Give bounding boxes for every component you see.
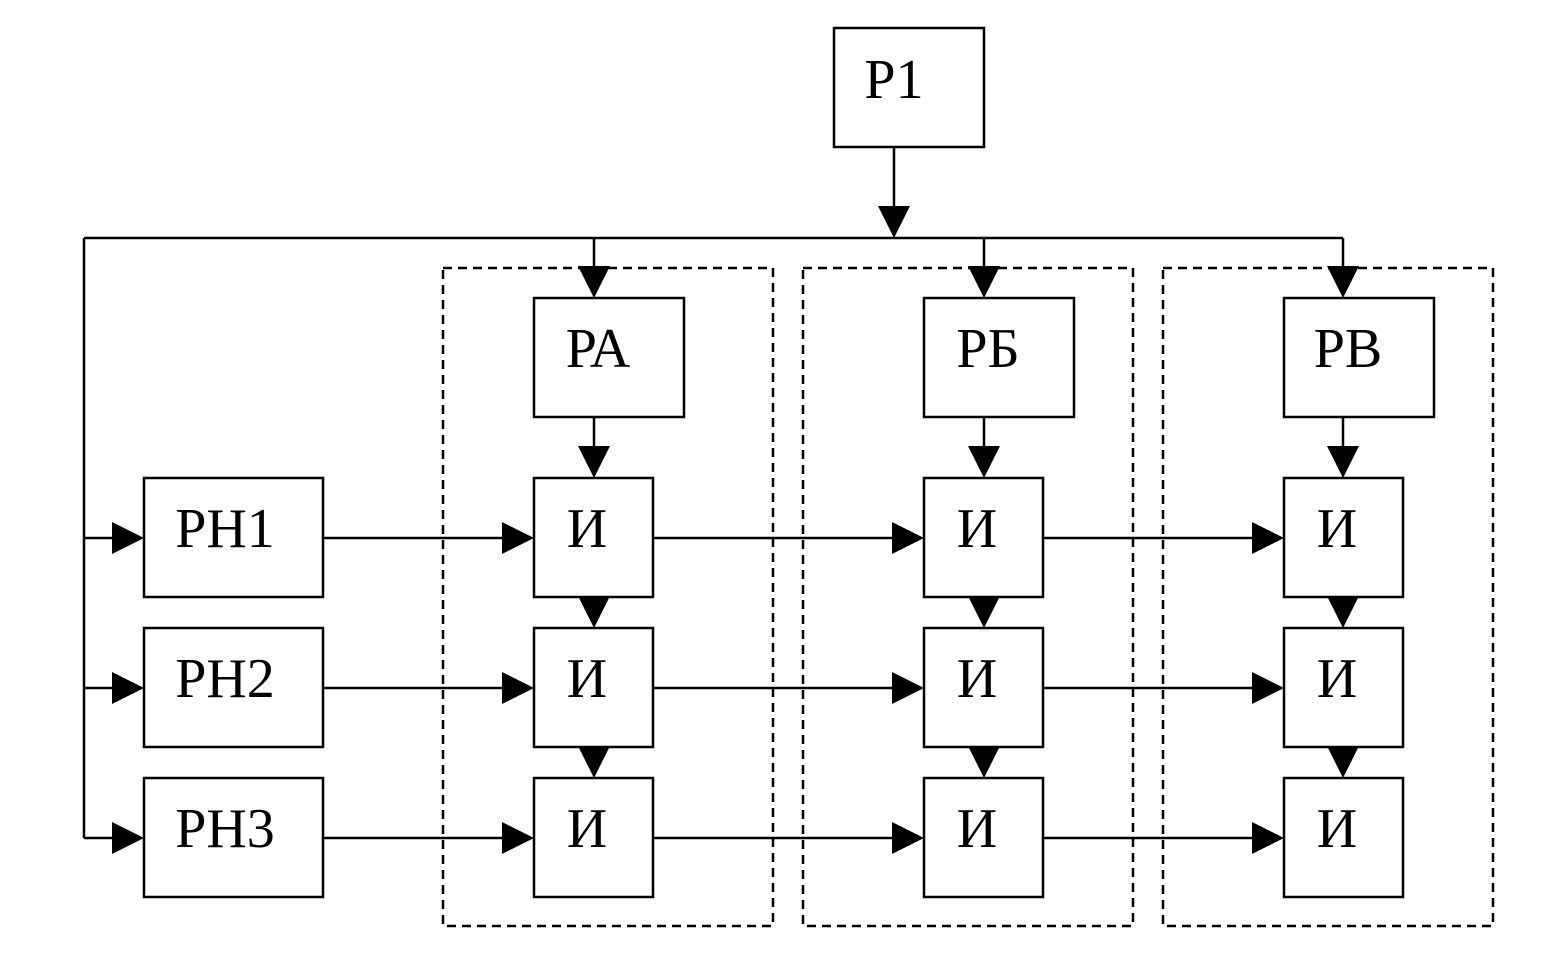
arrowhead-ph2-to-ia2: [502, 672, 534, 704]
block-i-v3: [1282, 776, 1405, 899]
arrowhead-ia1-to-ib1: [892, 522, 924, 554]
arrowhead-ia1-to-ia2: [578, 596, 610, 628]
arrowhead-ia3-to-ib3: [892, 822, 924, 854]
arrowhead-bus-to-pv: [1327, 266, 1359, 298]
block-pa: [532, 296, 686, 419]
block-ph2-label: РН2: [175, 648, 275, 710]
arrowhead-ib2-to-ib3: [968, 746, 1000, 778]
block-i-v3-label: И: [1317, 798, 1357, 860]
arrowhead-iv1-to-iv2: [1327, 596, 1359, 628]
arrowhead-bus-to-pb: [968, 266, 1000, 298]
block-i-b2-label: И: [957, 648, 997, 710]
block-i-v1: [1282, 476, 1405, 599]
arrowhead-iv2-to-iv3: [1327, 746, 1359, 778]
arrowhead-ia2-to-ia3: [578, 746, 610, 778]
arrowhead-ib3-to-iv3: [1252, 822, 1284, 854]
arrowhead-ib1-to-ib2: [968, 596, 1000, 628]
group-frame-b: [801, 266, 1135, 928]
block-pv: [1282, 296, 1436, 419]
block-i-v2: [1282, 626, 1405, 749]
arrowhead-pv-to-i: [1327, 446, 1359, 478]
block-i-b3: [922, 776, 1045, 899]
block-i-v2-label: И: [1317, 648, 1357, 710]
block-i-a2: [532, 626, 655, 749]
arrowhead-bus-to-pa: [578, 266, 610, 298]
block-pb-label: РБ: [956, 318, 1019, 380]
block-i-b1: [922, 476, 1045, 599]
wires: [82, 147, 1345, 840]
arrowhead-pa-to-i: [578, 446, 610, 478]
block-i-a1: [532, 476, 655, 599]
block-ph3-label: РН3: [175, 798, 275, 860]
block-pa-label: РА: [566, 318, 631, 380]
block-pb: [922, 296, 1076, 419]
arrowhead-bus-to-ph2: [112, 672, 144, 704]
arrowhead-p1-to-bus: [878, 206, 910, 238]
arrowhead-ia2-to-ib2: [892, 672, 924, 704]
block-i-v1-label: И: [1317, 498, 1357, 560]
arrowhead-pb-to-i: [968, 446, 1000, 478]
block-i-a1-label: И: [567, 498, 607, 560]
block-i-b3-label: И: [957, 798, 997, 860]
block-p1-label: Р1: [864, 49, 923, 111]
block-ph1-label: РН1: [175, 498, 275, 560]
arrowhead-ib2-to-iv2: [1252, 672, 1284, 704]
blocks: Р1 РА РБ РВ РН1 РН2 РН3 И И И И И И И И …: [142, 26, 1436, 899]
block-ph3: [142, 776, 325, 899]
block-ph1: [142, 476, 325, 599]
block-ph2: [142, 626, 325, 749]
arrowhead-bus-to-ph1: [112, 522, 144, 554]
arrowhead-ph1-to-ia1: [502, 522, 534, 554]
block-i-b2: [922, 626, 1045, 749]
arrowhead-ph3-to-ia3: [502, 822, 534, 854]
block-p1: [832, 26, 986, 149]
block-i-a2-label: И: [567, 648, 607, 710]
arrowhead-ib1-to-iv1: [1252, 522, 1284, 554]
block-pv-label: РВ: [1314, 318, 1383, 380]
block-i-a3-label: И: [567, 798, 607, 860]
block-i-b1-label: И: [957, 498, 997, 560]
block-i-a3: [532, 776, 655, 899]
arrowhead-bus-to-ph3: [112, 822, 144, 854]
arrowheads: [112, 206, 1359, 854]
